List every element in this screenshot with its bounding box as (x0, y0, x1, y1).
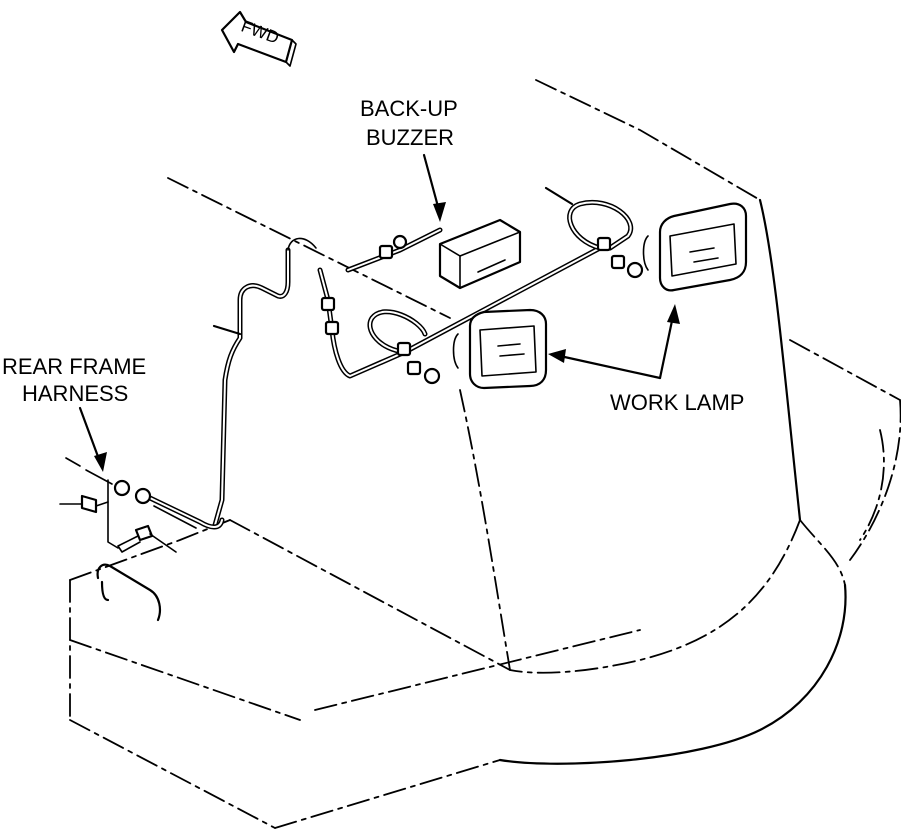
rear-frame-hardware (59, 457, 197, 553)
backup-buzzer-label-line1: BACK-UP (360, 96, 458, 121)
rear-frame-harness-label-line2: HARNESS (22, 381, 128, 406)
machine-body-outline (69, 79, 901, 829)
backup-buzzer-label-line2: BUZZER (366, 125, 454, 150)
work-lamp-label: WORK LAMP (610, 390, 744, 415)
backup-buzzer (438, 218, 522, 290)
work-lamp-right (642, 202, 748, 292)
leader-lines (78, 153, 680, 472)
connectors (113, 234, 644, 505)
harness-wiring (147, 200, 633, 530)
fwd-arrow-icon: FWD (220, 10, 297, 67)
work-lamp-left (452, 308, 548, 390)
rear-frame-harness-label-line1: REAR FRAME (2, 354, 146, 379)
